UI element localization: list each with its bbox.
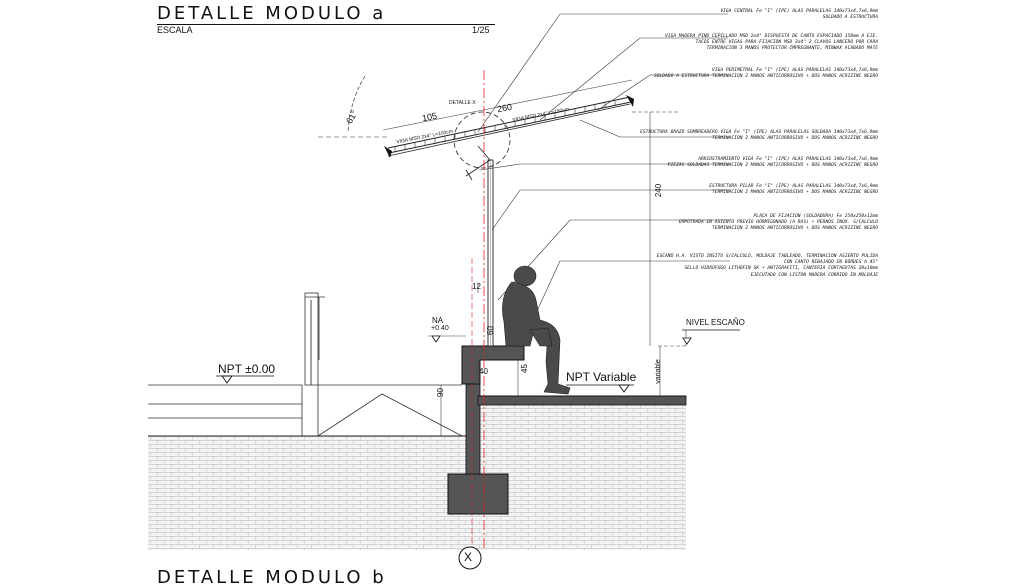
- npt-variable-marker: [618, 384, 630, 393]
- na-marker: [431, 335, 441, 343]
- note-estructura-pilar: ESTRUCTURA PILAR Fe "I" (IPE) ALAS PARAL…: [709, 184, 878, 196]
- canopy: [384, 95, 634, 181]
- note-viga-central: VIGA CENTRAL Fe "I" (IPE) ALAS PARALELAS…: [720, 9, 878, 21]
- note-viga-madera: VIGA MADERA PINO CEPILLADO MSD 2x4" DISP…: [665, 34, 878, 52]
- npt-000-label: NPT ±0.00: [218, 362, 276, 376]
- note-escano: ESCAÑO H.A. VISTO INSITU S/CALCULO, MOLD…: [656, 254, 878, 278]
- floor-slab: [477, 395, 687, 406]
- na-label: NA: [432, 316, 444, 325]
- dim-240: 240: [654, 183, 664, 198]
- note-arriostramiento: ARRIOSTRAMIENTO VIGA Fe "I" (IPE) ALAS P…: [667, 157, 878, 169]
- axis-x-bubble: [458, 546, 482, 570]
- section-drawing: [148, 13, 740, 570]
- nivel-escano-label: NIVEL ESCAÑO: [686, 318, 745, 327]
- seated-person: [502, 265, 571, 395]
- dim-12: 12: [472, 282, 481, 291]
- detalle-x-label: DETALLE X: [449, 100, 476, 106]
- dim-40: 40: [479, 367, 488, 376]
- scale-label: ESCALA: [157, 25, 193, 35]
- na-value: +0.40: [431, 325, 449, 332]
- nivel-escano-marker: [682, 337, 692, 345]
- footing: [447, 473, 509, 515]
- scale-value: 1/25: [472, 25, 490, 35]
- axis-x-label: X: [464, 550, 473, 564]
- note-viga-perimetral: VIGA PERIMETRAL Fe "I" (IPE) ALAS PARALE…: [653, 68, 878, 80]
- concrete-bench: [461, 345, 525, 385]
- note-brazo-sombreadero: ESTRUCTURA BRAZO SOMBREADERO VIGA Fe "I"…: [640, 130, 878, 142]
- dim-60: 60: [485, 326, 495, 335]
- npt-variable-label: NPT Variable: [566, 370, 637, 384]
- dim-45: 45: [519, 364, 529, 373]
- variable-label: variable: [654, 359, 662, 384]
- note-placa-fijacion: PLACA DE FIJACION (SOLDADURA) Fe 250x250…: [678, 214, 878, 232]
- drawing-title: DETALLE MODULO a: [157, 3, 387, 24]
- raised-ground-hatch: [480, 405, 686, 436]
- title-underline: [157, 24, 495, 25]
- next-drawing-title: DETALLE MODULO b: [157, 567, 387, 588]
- npt-000-marker: [221, 375, 233, 384]
- detail-x-circle: [453, 111, 511, 169]
- dim-90: 90: [435, 388, 445, 397]
- ground-hatch: [148, 436, 686, 550]
